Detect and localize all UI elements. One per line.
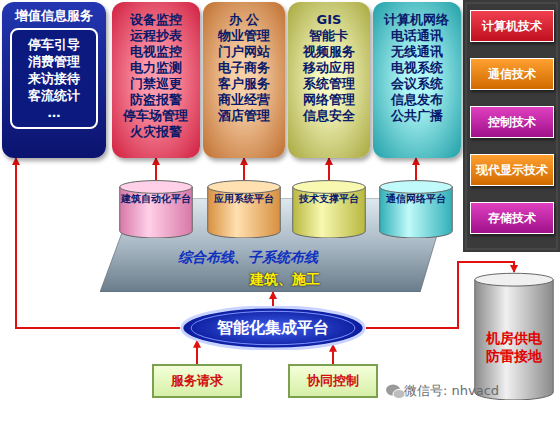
connector xyxy=(272,292,274,306)
node-text: 技术支撑平台 xyxy=(299,193,359,205)
node-text: 控制技术 xyxy=(488,115,536,129)
node-text: 协同控制 xyxy=(307,373,359,389)
connector xyxy=(196,341,198,364)
platform-cylinder: 应用系统平台 xyxy=(207,180,281,238)
node-text: 应用系统平台 xyxy=(214,193,274,205)
connector xyxy=(243,158,245,180)
function-box: 计算机网络 电话通讯 无线通讯 电视系统 会议系统 信息发布 公共广播 xyxy=(373,2,461,158)
node-text: 增值信息服务 xyxy=(15,8,93,24)
node-text: 智能化集成平台 xyxy=(217,318,329,338)
platform-cylinder: 建筑自动化平台 xyxy=(119,180,193,238)
cyl-body xyxy=(120,187,193,238)
cyl-top xyxy=(380,181,453,194)
connector xyxy=(155,158,157,180)
function-box: 设备监控 运程抄表 电视监控 电力监测 门禁巡更 防盗报警 停车场管理 火灾报警 xyxy=(112,2,200,158)
tech-panel xyxy=(463,0,560,252)
cyl-top xyxy=(293,181,366,194)
power-cylinder: 机房供电 防雷接地 xyxy=(474,272,554,400)
integration-ellipse: 智能化集成平台 xyxy=(180,306,366,350)
ellipse-outline xyxy=(182,307,364,349)
node-text: 现代显示技术 xyxy=(476,163,548,177)
cyl-body xyxy=(380,187,453,238)
tech-panel-edge xyxy=(466,3,557,249)
function-box: GIS 智能卡 视频服务 移动应用 系统管理 网络管理 信息安全 xyxy=(288,2,370,158)
connector xyxy=(328,158,330,180)
node-text: 计算机网络 电话通讯 无线通讯 电视系统 会议系统 信息发布 公共广播 xyxy=(384,12,450,124)
cyl-top xyxy=(120,181,193,194)
cyl-shape xyxy=(292,180,366,238)
function-box: 办 公 物业管理 门户网站 电子商务 客户服务 商业经营 酒店管理 xyxy=(203,2,285,158)
tech-box: 存储技术 xyxy=(470,202,554,234)
node-text: 综合布线、子系统布线 xyxy=(178,248,318,266)
cyl-shape xyxy=(379,180,453,238)
node-text: GIS 智能卡 视频服务 移动应用 系统管理 网络管理 信息安全 xyxy=(301,12,357,124)
cyl-body xyxy=(475,280,553,400)
service-box: 增值信息服务停车引导 消费管理 来访接待 客流统计 … xyxy=(2,2,106,158)
watermark: 微信号: nhvacd xyxy=(404,383,499,399)
connector xyxy=(332,345,334,364)
node-text: 通信技术 xyxy=(488,67,536,81)
platform-cylinder: 技术支撑平台 xyxy=(292,180,366,238)
tech-box: 计算机技术 xyxy=(470,10,554,42)
ellipse-ring xyxy=(191,311,355,344)
node-text: 服务请求 xyxy=(171,373,223,389)
node-text: 通信网络平台 xyxy=(386,193,446,205)
cyl-top xyxy=(208,181,281,194)
request-box: 协同控制 xyxy=(288,364,378,398)
request-box: 服务请求 xyxy=(152,364,242,398)
cyl-top xyxy=(475,273,553,286)
node-text: 设备监控 运程抄表 电视监控 电力监测 门禁巡更 防盗报警 停车场管理 火灾报警 xyxy=(123,12,189,140)
node-text: 停车引导 消费管理 来访接待 客流统计 … xyxy=(25,36,82,121)
node-text: 建筑、施工 xyxy=(250,270,320,288)
tech-box: 通信技术 xyxy=(470,58,554,90)
wechat-icon xyxy=(386,385,405,399)
service-list-box: 停车引导 消费管理 来访接待 客流统计 … xyxy=(10,28,98,129)
tech-box: 现代显示技术 xyxy=(470,154,554,186)
node-text: 计算机技术 xyxy=(482,19,542,33)
node-text: 存储技术 xyxy=(488,211,536,225)
tech-box: 控制技术 xyxy=(470,106,554,138)
platform-cylinder: 通信网络平台 xyxy=(379,180,453,238)
cyl-body xyxy=(293,187,366,238)
node-text: 机房供电 防雷接地 xyxy=(484,329,544,365)
cyl-body xyxy=(208,187,281,238)
node-text: 建筑自动化平台 xyxy=(121,193,191,205)
node-text: 办 公 物业管理 门户网站 电子商务 客户服务 商业经营 酒店管理 xyxy=(217,12,272,124)
cyl-shape xyxy=(119,180,193,238)
cyl-shape xyxy=(207,180,281,238)
connector xyxy=(415,158,417,180)
